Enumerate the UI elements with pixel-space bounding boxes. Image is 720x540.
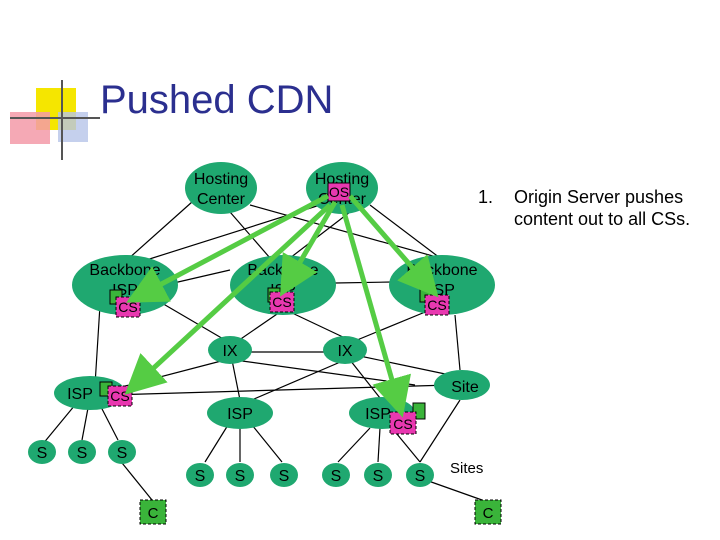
ix-label-1: IX — [222, 343, 237, 360]
server-node — [108, 440, 136, 464]
push-arrows — [124, 193, 439, 418]
ix-node-2 — [323, 336, 367, 364]
svg-text:S: S — [373, 468, 384, 485]
push-arrow — [339, 204, 411, 418]
servers: S S S S S S S S S — [28, 440, 434, 487]
push-arrow — [124, 203, 332, 395]
cs-label-backbone-3: CS — [427, 297, 446, 313]
note-text: Origin Server pushes content out to all … — [514, 187, 691, 229]
svg-text:S: S — [415, 468, 426, 485]
isp-node-middle — [207, 397, 273, 429]
push-arrow — [279, 200, 338, 297]
server-node — [28, 440, 56, 464]
svg-text:S: S — [117, 445, 128, 462]
client-box-left — [139, 499, 167, 525]
note-number: 1. — [478, 187, 494, 207]
push-arrow — [126, 193, 330, 303]
site-node — [434, 370, 490, 400]
cs-label-isp-left: CS — [110, 388, 129, 404]
cs-label-isp-right: CS — [393, 416, 412, 432]
origin-server-label: OS — [329, 184, 349, 200]
isp-label-right: ISP — [365, 406, 391, 423]
server-node — [406, 463, 434, 487]
sites-label: Sites — [450, 460, 483, 477]
connection-lines — [41, 201, 483, 501]
svg-text:S: S — [331, 468, 342, 485]
client-box-right — [474, 499, 502, 525]
svg-text:S: S — [195, 468, 206, 485]
push-arrow — [348, 194, 439, 298]
server-node — [322, 463, 350, 487]
client-label-right: C — [483, 505, 494, 522]
server-node — [364, 463, 392, 487]
origin-server-box — [327, 182, 351, 202]
slide-title: Pushed CDN — [100, 78, 334, 122]
slide-note: 1. Origin Server pushes content out to a… — [478, 186, 698, 230]
ix-label-2: IX — [337, 343, 352, 360]
server-node — [270, 463, 298, 487]
svg-text:S: S — [37, 445, 48, 462]
svg-text:S: S — [235, 468, 246, 485]
svg-text:S: S — [77, 445, 88, 462]
slide-logo — [10, 80, 100, 160]
cs-label-backbone-2: CS — [272, 294, 291, 310]
server-node — [68, 440, 96, 464]
client-label-left: C — [148, 505, 159, 522]
hosting-center-1-label-line2: Center — [197, 191, 246, 208]
isp-label-left: ISP — [67, 386, 93, 403]
server-node — [226, 463, 254, 487]
site-label: Site — [451, 379, 479, 396]
ix-node-1 — [208, 336, 252, 364]
isp-label-middle: ISP — [227, 406, 253, 423]
hosting-center-1 — [185, 162, 257, 214]
hosting-center-1-label-line1: Hosting — [194, 171, 248, 188]
server-node — [186, 463, 214, 487]
cs-label-backbone-1: CS — [118, 299, 137, 315]
backbone-isp-1-label-line1: Backbone — [89, 262, 160, 279]
svg-text:S: S — [279, 468, 290, 485]
